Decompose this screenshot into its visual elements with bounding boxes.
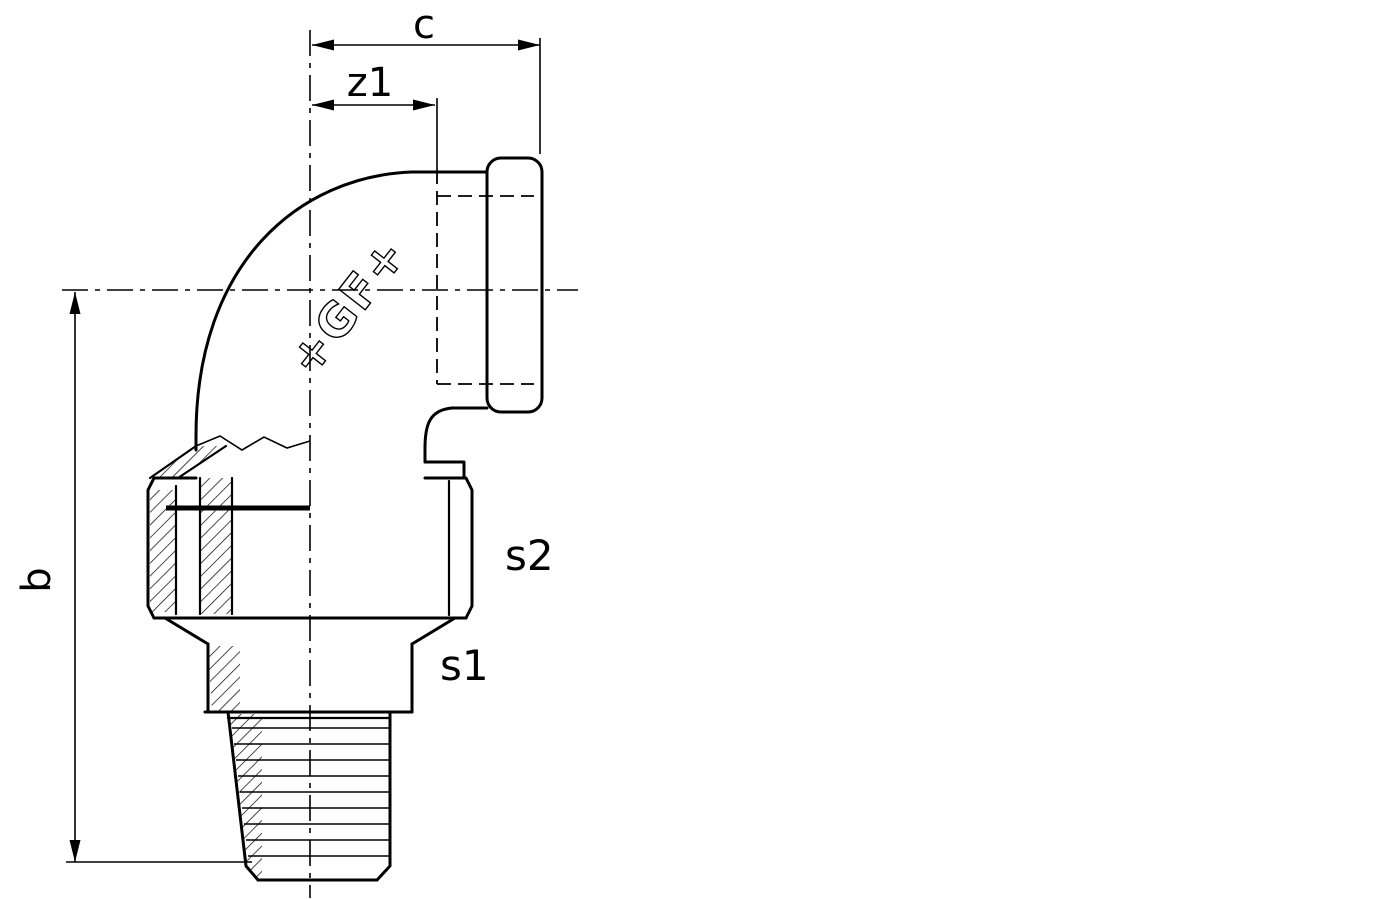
centerlines [62, 30, 578, 898]
flange-right [423, 460, 466, 480]
cone-inner-line [176, 444, 228, 480]
dimension-b: b [14, 292, 252, 863]
break-line [195, 435, 311, 451]
nut-right-profile [423, 476, 474, 620]
dim-z1-arrow-left [312, 99, 334, 111]
dim-z1-arrow-right [413, 99, 435, 111]
label-s1: s1 [440, 641, 489, 690]
hex-chamfer-left [163, 616, 210, 646]
female-thread-hidden-lines [436, 170, 534, 385]
dim-b-arrow-bottom [69, 840, 81, 862]
fitting [146, 156, 544, 882]
dimension-c: c [312, 2, 541, 154]
dim-c-arrow-right [518, 39, 540, 51]
hatch-tail-wall [200, 478, 232, 614]
hatch-cone [150, 446, 226, 478]
dim-c-arrow-left [312, 39, 334, 51]
elbow-outer-curve [194, 170, 414, 452]
cone-outer-line [148, 444, 198, 480]
dim-z1-label: z1 [347, 60, 393, 106]
hatch-nut-wall [150, 490, 176, 612]
label-s2: s2 [505, 531, 554, 580]
thread-right-edge [375, 710, 392, 882]
dim-c-label: c [413, 2, 435, 48]
dim-b-label: b [14, 567, 60, 592]
socket-bell [485, 156, 544, 414]
gf-logo: +GF+ [278, 227, 418, 385]
hatch-shank-wall [229, 714, 262, 878]
nut-left-profile [146, 476, 156, 620]
elbow-inner-curve [423, 406, 454, 464]
hex-chamfer-right [410, 616, 457, 646]
male-thread-lines [232, 727, 390, 857]
thread-taper-edge [226, 710, 260, 882]
hatch-hex-wall [208, 646, 240, 712]
dim-b-arrow-top [69, 292, 81, 314]
section-hatching [150, 446, 262, 878]
dimension-z1: z1 [312, 60, 438, 170]
